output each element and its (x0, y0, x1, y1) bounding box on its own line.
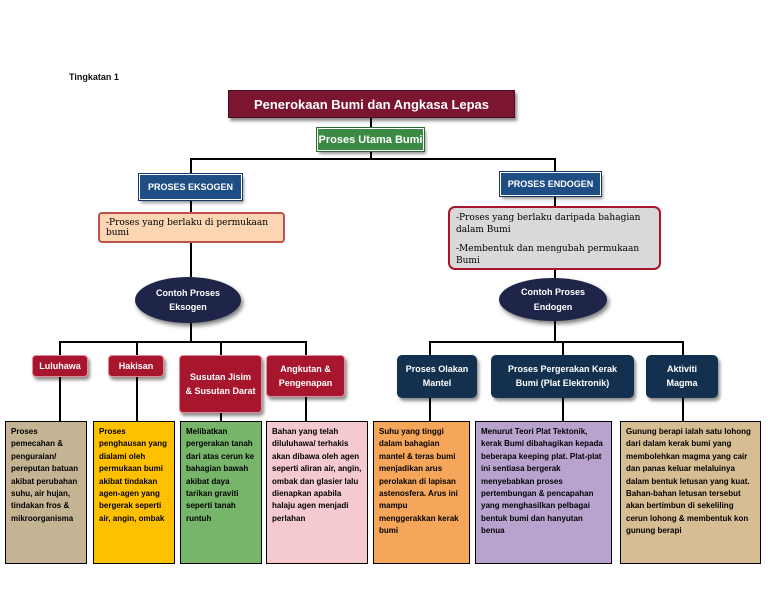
aktiviti-magma-note: Gunung berapi ialah satu lohong dari dal… (620, 421, 761, 564)
olakan-mantel-note: Suhu yang tinggi dalam bahagian mantel &… (373, 421, 470, 564)
endogen-description-line-1: -Proses yang berlaku daripada bahagian d… (456, 213, 641, 235)
connector (682, 398, 684, 421)
connector (136, 341, 138, 355)
connector (554, 196, 556, 206)
connector (305, 341, 307, 355)
connector (554, 321, 556, 342)
endogen-examples-oval: Contoh Proses Endogen (499, 278, 607, 321)
connector (429, 341, 684, 343)
connector (305, 397, 307, 421)
pergerakan-kerak-box: Proses Pergerakan Kerak Bumi (Plat Elekt… (491, 355, 634, 398)
level-label: Tingkatan 1 (69, 72, 119, 82)
diagram-title: Penerokaan Bumi dan Angkasa Lepas (228, 90, 515, 118)
exogen-box: PROSES EKSOGEN (138, 173, 243, 201)
connector (554, 158, 556, 172)
angkutan-label: Angkutan & Pengenapan (278, 363, 333, 388)
connector (59, 341, 307, 343)
endogen-box: PROSES ENDOGEN (499, 171, 602, 197)
olakan-mantel-box: Proses Olakan Mantel (397, 355, 477, 398)
aktiviti-magma-label: Aktiviti Magma (666, 364, 698, 388)
connector (190, 243, 192, 277)
hakisan-box: Hakisan (108, 355, 164, 377)
connector (190, 201, 192, 212)
connector (220, 413, 222, 421)
luluhawa-note: Proses pemecahan & penguraian/ pereputan… (5, 421, 87, 564)
connector (190, 323, 192, 342)
pergerakan-kerak-note: Menurut Teori Plat Tektonik, kerak Bumi … (475, 421, 612, 564)
connector (429, 341, 431, 355)
pergerakan-kerak-label: Proses Pergerakan Kerak Bumi (Plat Elekt… (507, 364, 618, 388)
main-process-box: Proses Utama Bumi (316, 127, 425, 152)
exogen-examples-label: Contoh Proses Eksogen (155, 287, 220, 312)
connector (682, 341, 684, 355)
aktiviti-magma-box: Aktiviti Magma (646, 355, 718, 398)
susutan-note: Melibatkan pergerakan tanah dari atas ce… (180, 421, 262, 564)
connector (370, 118, 372, 128)
connector (370, 151, 372, 159)
connector (136, 377, 138, 421)
exogen-examples-oval: Contoh Proses Eksogen (135, 277, 241, 323)
endogen-description: -Proses yang berlaku daripada bahagian d… (448, 206, 661, 270)
connector (190, 158, 192, 174)
luluhawa-box: Luluhawa (32, 355, 88, 377)
endogen-examples-label: Contoh Proses Endogen (520, 287, 585, 312)
angkutan-box: Angkutan & Pengenapan (266, 355, 345, 397)
connector (59, 341, 61, 355)
exogen-description-text: -Proses yang berlaku di permukaan bumi (106, 217, 269, 238)
connector (59, 377, 61, 421)
susutan-box: Susutan Jisim & Susutan Darat (179, 355, 262, 413)
susutan-label: Susutan Jisim & Susutan Darat (185, 371, 256, 396)
connector (562, 398, 564, 421)
exogen-description: -Proses yang berlaku di permukaan bumi (98, 212, 285, 243)
connector (220, 341, 222, 355)
connector (429, 398, 431, 421)
endogen-description-line-2: -Membentuk dan mengubah permukaan Bumi (456, 244, 640, 267)
connector (190, 158, 555, 160)
connector (562, 341, 564, 355)
connector (554, 270, 556, 278)
hakisan-note: Proses penghausan yang dialami oleh perm… (93, 421, 175, 564)
angkutan-note: Bahan yang telah diluluhawa/ terhakis ak… (266, 421, 368, 564)
olakan-mantel-label: Proses Olakan Mantel (405, 364, 469, 388)
